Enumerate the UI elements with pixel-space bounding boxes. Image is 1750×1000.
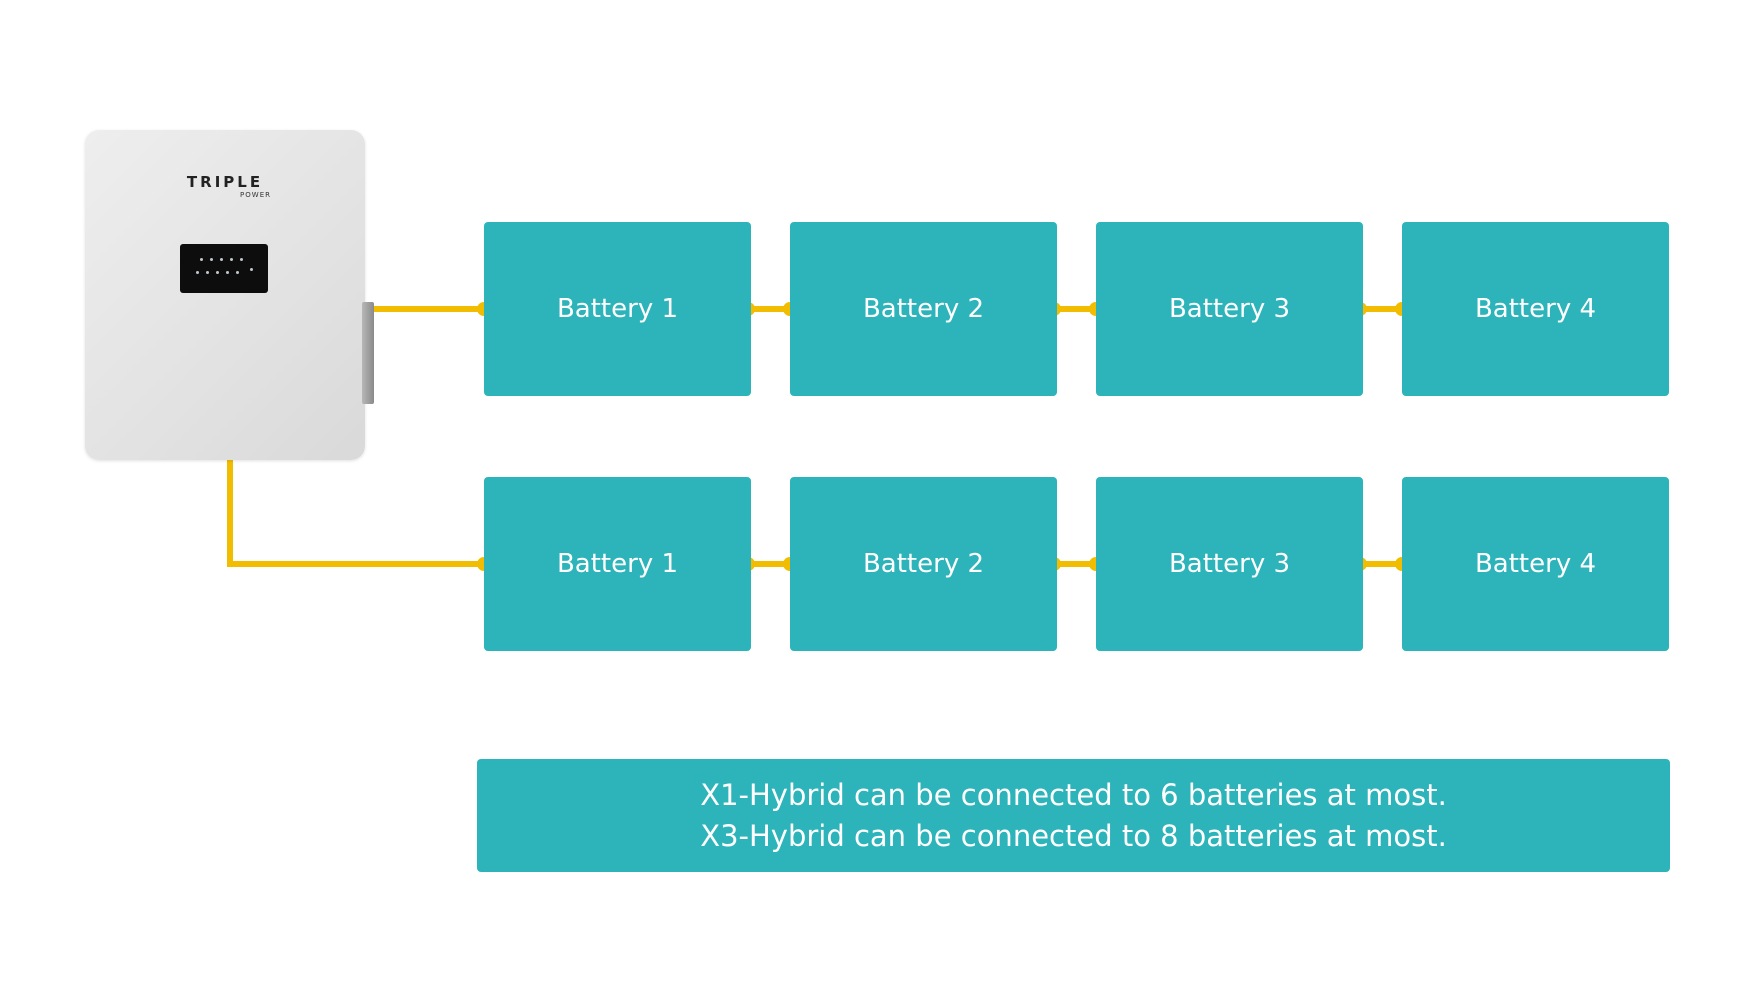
indicator-light: [230, 258, 233, 261]
inverter-brand-logo: TRIPLE POWER: [85, 174, 365, 199]
brand-subname: POWER: [240, 191, 271, 199]
battery-row2-2: Battery 2: [790, 477, 1057, 651]
indicator-light: [226, 271, 229, 274]
inverter-display-panel: [180, 244, 268, 293]
battery-row2-3: Battery 3: [1096, 477, 1363, 651]
indicator-light: [240, 258, 243, 261]
indicator-light: [210, 258, 213, 261]
inverter-unit: TRIPLE POWER: [85, 130, 365, 460]
indicator-light: [236, 271, 239, 274]
indicator-light: [200, 258, 203, 261]
battery-row2-4: Battery 4: [1402, 477, 1669, 651]
battery-row1-1: Battery 1: [484, 222, 751, 396]
cable-inverter-row2: [227, 460, 484, 567]
battery-row2-1: Battery 1: [484, 477, 751, 651]
indicator-light: [250, 268, 253, 271]
indicator-light: [220, 258, 223, 261]
note-line-x1: X1-Hybrid can be connected to 6 batterie…: [700, 777, 1447, 812]
brand-name: TRIPLE: [186, 173, 264, 191]
note-line-x3: X3-Hybrid can be connected to 8 batterie…: [700, 818, 1447, 853]
indicator-light: [196, 271, 199, 274]
battery-row1-4: Battery 4: [1402, 222, 1669, 396]
indicator-light: [206, 271, 209, 274]
inverter-side-connector: [362, 302, 374, 404]
battery-row1-3: Battery 3: [1096, 222, 1363, 396]
capacity-note: X1-Hybrid can be connected to 6 batterie…: [477, 759, 1670, 872]
indicator-light: [216, 271, 219, 274]
battery-row1-2: Battery 2: [790, 222, 1057, 396]
